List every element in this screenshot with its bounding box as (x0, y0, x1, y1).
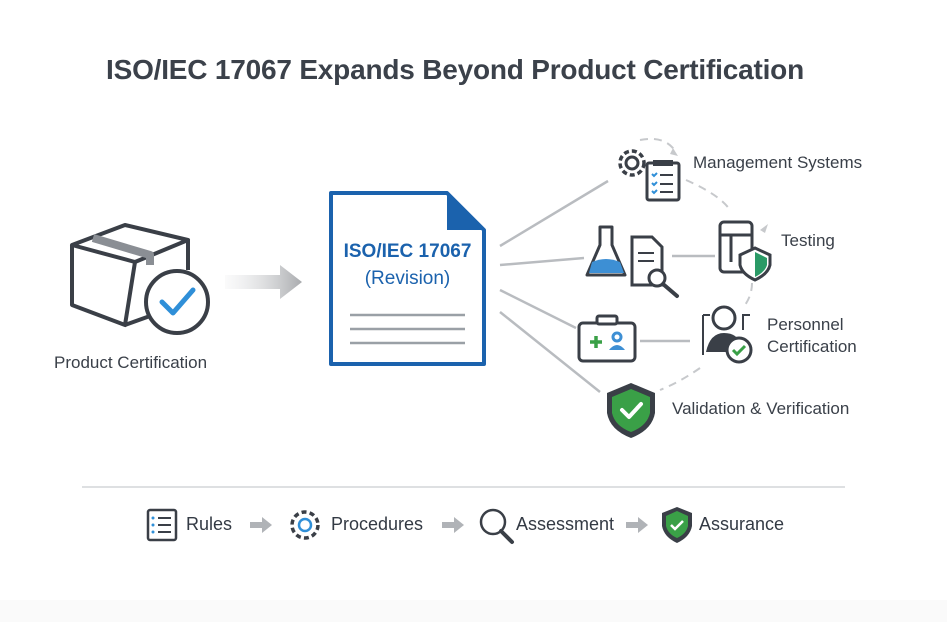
footer-band (0, 600, 947, 622)
flow-step-rules: Rules (186, 514, 233, 534)
flow-step-assurance: Assurance (699, 514, 785, 534)
flow-step-assessment: Assessment (516, 514, 615, 534)
flow-arrow-icon (442, 517, 464, 533)
id-badge-icon (577, 314, 637, 363)
gear-icon (290, 510, 320, 540)
checklist-icon (146, 508, 178, 542)
flask-icon (585, 225, 627, 277)
box-icon (70, 223, 190, 327)
scheme-management-systems: Management Systems (693, 153, 863, 172)
connector-lines (499, 179, 715, 393)
source-label: Product Certification (54, 353, 208, 372)
document-icon (329, 191, 486, 366)
scheme-validation-verification: Validation & Verification (672, 399, 850, 418)
flow-arrow-icon (250, 517, 272, 533)
flow-arrow-icon (626, 517, 648, 533)
scheme-personnel-certification: Certification (767, 337, 857, 356)
document-search-icon (630, 235, 679, 298)
device-shield-icon (718, 220, 772, 282)
shield-check-icon (607, 383, 655, 438)
magnifier-icon (479, 508, 514, 544)
page-title: ISO/IEC 17067 Expands Beyond Product Cer… (106, 54, 804, 85)
scheme-testing: Testing (781, 231, 835, 250)
person-check-icon (702, 305, 753, 364)
scheme-personnel: Personnel (767, 315, 844, 334)
gear-checklist-icon (618, 149, 681, 202)
flow-step-procedures: Procedures (331, 514, 424, 534)
dashed-cycle (639, 137, 753, 391)
arrow-icon (225, 265, 302, 299)
document-subtitle: (Revision) (364, 268, 451, 289)
document-title: ISO/IEC 17067 (343, 241, 472, 262)
check-circle-icon (144, 269, 210, 335)
assurance-shield-icon (662, 507, 692, 543)
